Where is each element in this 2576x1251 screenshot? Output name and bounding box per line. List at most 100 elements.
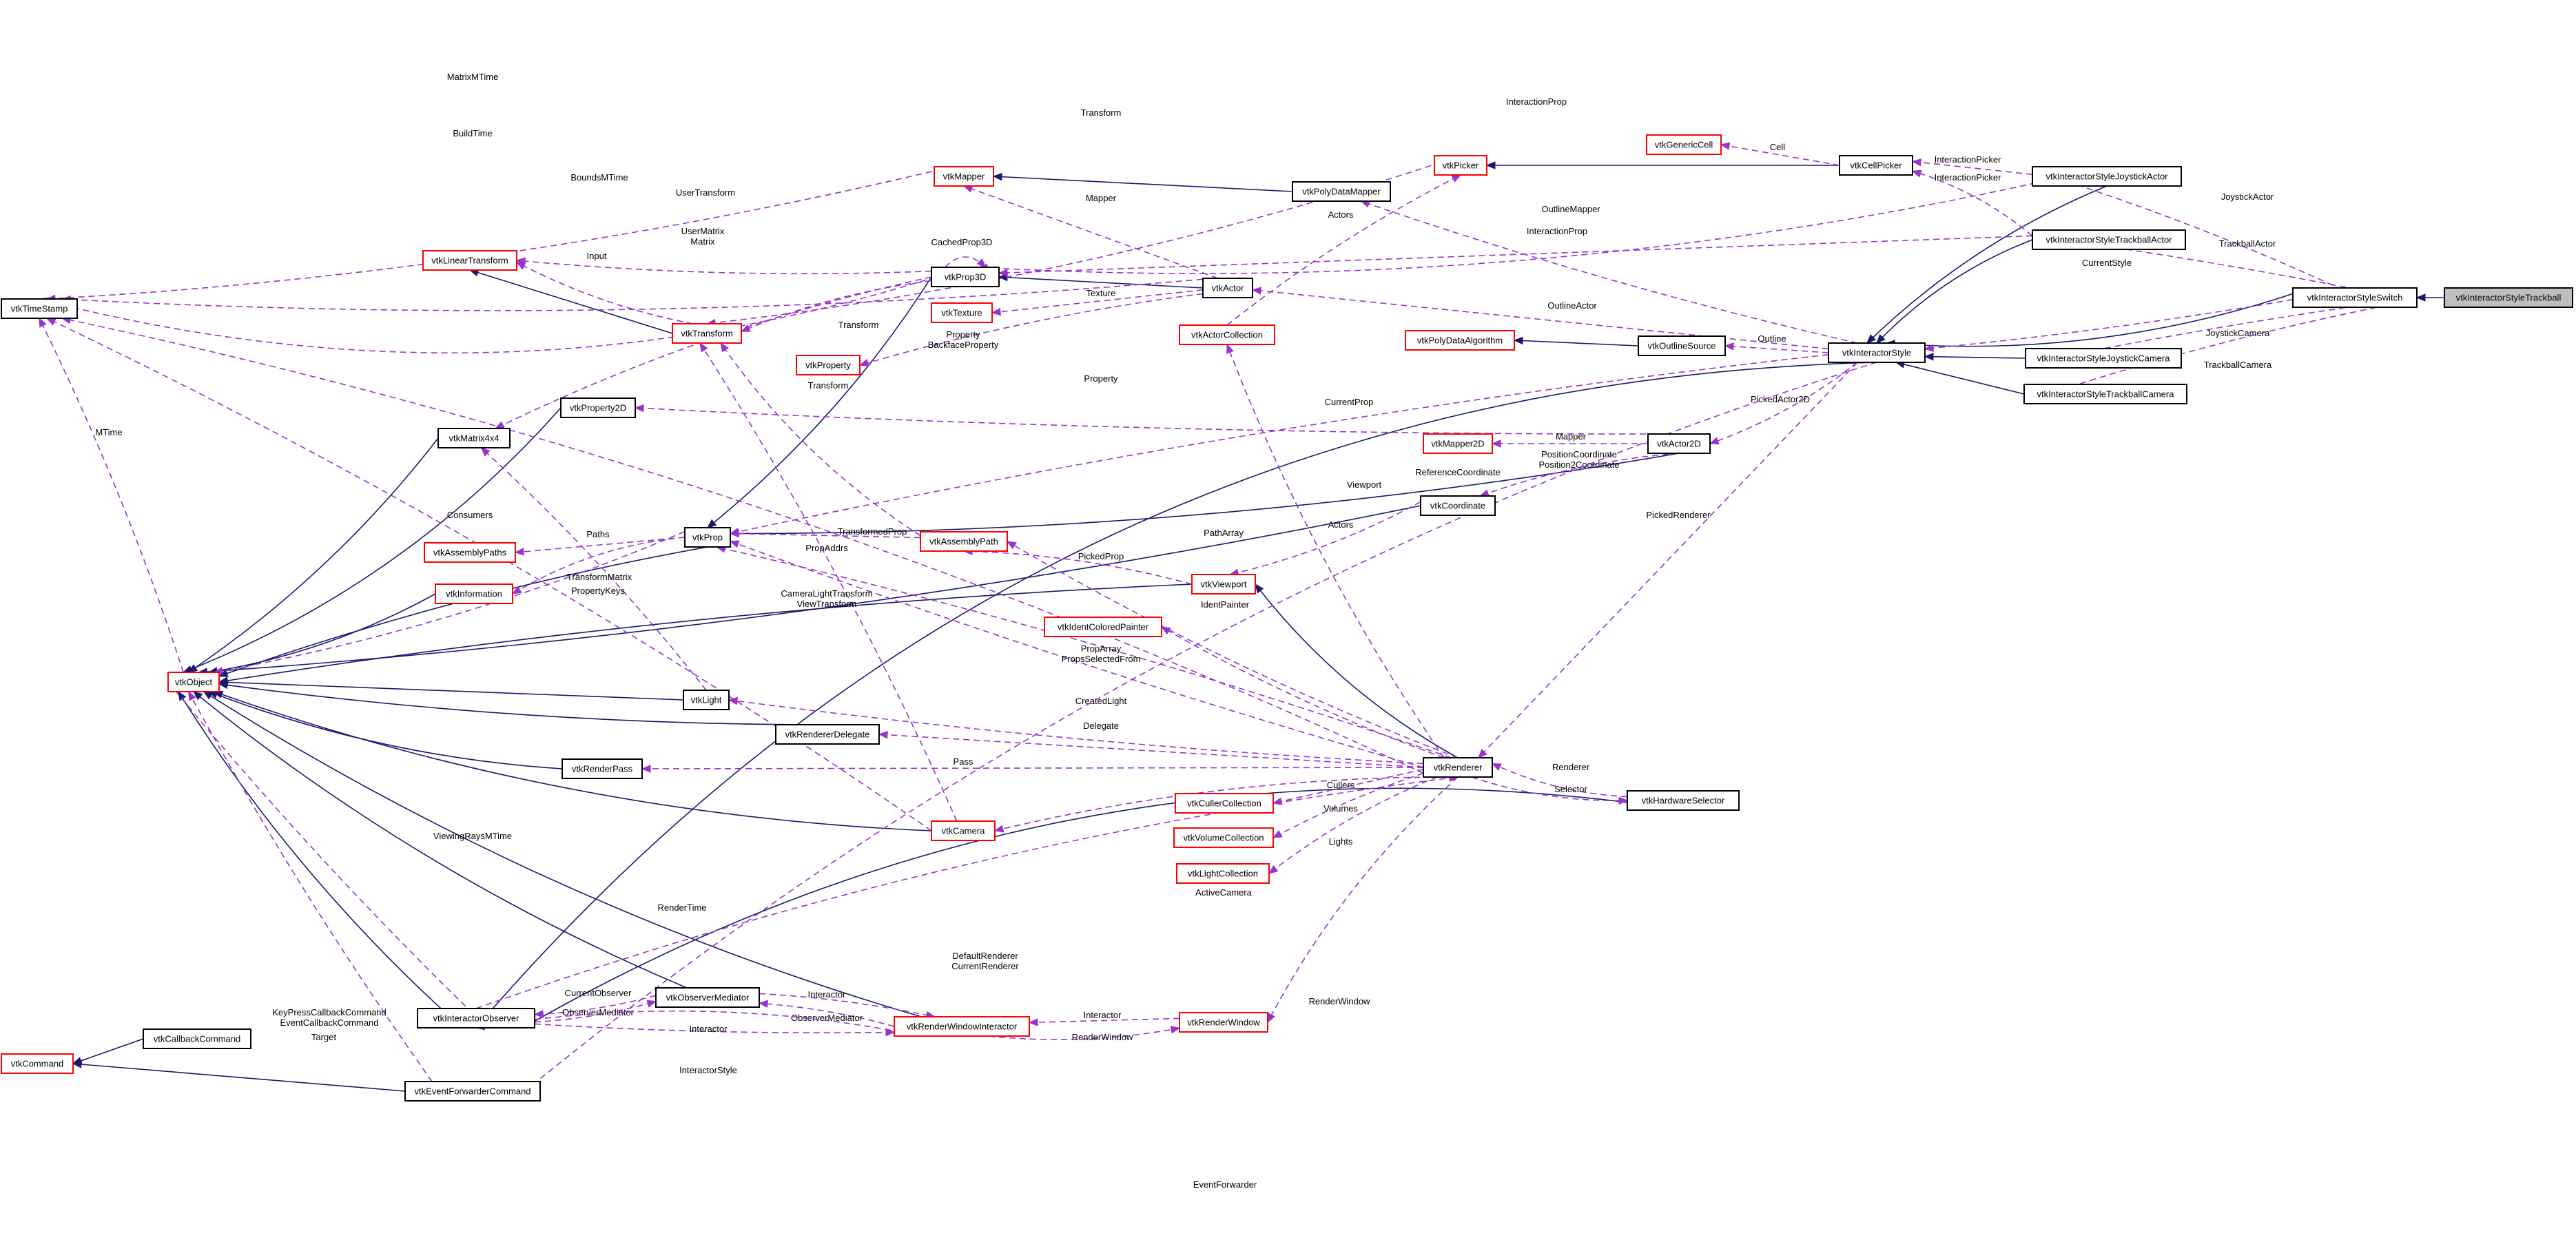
class-node-vtk-actor2-d[interactable]: vtkActor2D (1647, 433, 1711, 454)
class-name: vtkPolyDataAlgorithm (1417, 335, 1503, 346)
class-name: vtkCamera (942, 826, 986, 836)
edge-line (167, 681, 488, 1028)
edge-arrowhead (634, 404, 644, 413)
edge-line (730, 354, 1829, 535)
edge-label: PropAddrs (805, 543, 848, 553)
class-node-vtk-light-collection[interactable]: vtkLightCollection (1176, 863, 1270, 884)
class-node-vtk-renderer-delegate[interactable]: vtkRendererDelegate (775, 724, 880, 745)
edge-arrowhead (992, 172, 1002, 181)
class-node-vtk-matrix4x4[interactable]: vtkMatrix4x4 (437, 428, 511, 448)
class-name: vtkInteractorStyleJoystickActor (2046, 172, 2169, 182)
class-node-vtk-time-stamp[interactable]: vtkTimeStamp (1, 298, 78, 319)
class-node-vtk-outline-source[interactable]: vtkOutlineSource (1638, 335, 1726, 356)
class-node-vtk-interactor-style-trackball[interactable]: vtkInteractorStyleTrackball (2444, 287, 2573, 308)
edge-arrowhead (45, 318, 56, 326)
class-node-vtk-event-forwarder-command[interactable]: vtkEventForwarderCommand (404, 1081, 541, 1102)
class-node-vtk-observer-mediator[interactable]: vtkObserverMediator (655, 987, 760, 1008)
class-box (2032, 229, 2186, 250)
class-name: vtkPolyDataMapper (1302, 187, 1381, 197)
edge-line (534, 1000, 657, 1023)
class-node-vtk-property2-d[interactable]: vtkProperty2D (560, 397, 636, 418)
class-node-vtk-command[interactable]: vtkCommand (1, 1053, 74, 1074)
inheritance-edge-vtk-interactor-style-trackball-to-vtk-interactor-style-switch (2415, 293, 2445, 302)
class-node-vtk-interactor-observer[interactable]: vtkInteractorObserver (417, 1008, 535, 1028)
edge-arrowhead (1255, 583, 1264, 594)
class-node-vtk-linear-transform[interactable]: vtkLinearTransform (422, 250, 517, 271)
class-name: vtkInteractorStyleTrackball (2456, 293, 2562, 303)
class-node-vtk-assembly-paths[interactable]: vtkAssemblyPaths (424, 542, 516, 563)
class-node-vtk-callback-command[interactable]: vtkCallbackCommand (143, 1028, 251, 1049)
class-node-vtk-render-pass[interactable]: vtkRenderPass (561, 758, 643, 779)
usage-edge-vtk-actor-to-vtk-time-stamp: BoundsMTime (61, 172, 1213, 311)
class-node-vtk-renderer[interactable]: vtkRenderer (1423, 757, 1493, 778)
class-node-vtk-interactor-style[interactable]: vtkInteractorStyle (1828, 342, 1926, 363)
edge-arrowhead (1170, 1026, 1181, 1034)
edge-line (1029, 1017, 1180, 1024)
class-box (1646, 134, 1722, 155)
edge-line (1886, 293, 2294, 347)
class-node-vtk-texture[interactable]: vtkTexture (931, 302, 993, 323)
edge-line (1866, 185, 2108, 344)
edge-arrowhead (192, 691, 203, 701)
edge-label: CurrentProp (1325, 397, 1374, 407)
class-node-vtk-interactor-style-joystick-actor[interactable]: vtkInteractorStyleJoystickActor (2032, 166, 2182, 187)
edge-arrowhead (1876, 334, 1886, 344)
usage-edge-vtk-interactor-style-joystick-actor-to-vtk-prop3-d: InteractionProp (978, 96, 2108, 274)
class-node-vtk-prop[interactable]: vtkProp (684, 527, 731, 548)
class-node-vtk-actor-collection[interactable]: vtkActorCollection (1179, 324, 1275, 345)
usage-edge-vtk-interactor-style-to-vtk-poly-data-mapper: OutlineMapper (1360, 200, 1858, 344)
class-node-vtk-generic-cell[interactable]: vtkGenericCell (1646, 134, 1722, 155)
usage-edge-vtk-viewport-to-vtk-assembly-path: PickedProp (962, 547, 1193, 585)
class-node-vtk-mapper2-d[interactable]: vtkMapper2D (1423, 433, 1493, 454)
class-node-vtk-interactor-style-switch[interactable]: vtkInteractorStyleSwitch (2292, 287, 2418, 308)
inheritance-edge-vtk-interactor-style-joystick-actor-to-vtk-interactor-style (1866, 185, 2108, 344)
class-node-vtk-object[interactable]: vtkObject (167, 672, 220, 692)
class-node-vtk-transform[interactable]: vtkTransform (672, 323, 742, 344)
usage-edge-vtk-prop-to-vtk-information: PropertyKeys (511, 537, 686, 596)
class-node-vtk-render-window-interactor[interactable]: vtkRenderWindowInteractor (894, 1016, 1030, 1037)
class-node-vtk-poly-data-algorithm[interactable]: vtkPolyDataAlgorithm (1405, 330, 1515, 351)
class-node-vtk-ident-colored-painter[interactable]: vtkIdentColoredPainter (1044, 617, 1162, 637)
edge-arrowhead (1267, 1013, 1275, 1024)
class-node-vtk-culler-collection[interactable]: vtkCullerCollection (1175, 793, 1274, 814)
class-name: vtkRenderPass (572, 764, 633, 774)
class-node-vtk-hardware-selector[interactable]: vtkHardwareSelector (1627, 790, 1740, 811)
edge-line (516, 262, 694, 324)
class-node-vtk-information[interactable]: vtkInformation (435, 583, 513, 604)
class-node-vtk-cell-picker[interactable]: vtkCellPicker (1839, 155, 1913, 176)
edge-line (994, 776, 1452, 831)
usage-edge-vtk-object-to-vtk-time-stamp: MTime (39, 317, 184, 673)
class-node-vtk-interactor-style-trackball-actor[interactable]: vtkInteractorStyleTrackballActor (2032, 229, 2186, 250)
class-node-vtk-light[interactable]: vtkLight (683, 690, 730, 710)
edge-line (209, 593, 436, 673)
class-node-vtk-poly-data-mapper[interactable]: vtkPolyDataMapper (1292, 181, 1391, 202)
class-node-vtk-volume-collection[interactable]: vtkVolumeCollection (1173, 827, 1274, 848)
edge-label: InteractorStyle (679, 1065, 737, 1075)
class-node-vtk-render-window[interactable]: vtkRenderWindow (1179, 1012, 1268, 1033)
inheritance-edge-vtk-poly-data-mapper-to-vtk-mapper (992, 172, 1293, 192)
inheritance-edge-vtk-matrix4x4-to-vtk-object (187, 437, 439, 673)
class-node-vtk-property[interactable]: vtkProperty (796, 355, 861, 375)
edge-arrowhead (72, 1060, 82, 1068)
class-node-vtk-actor[interactable]: vtkActor (1202, 278, 1253, 298)
class-node-vtk-camera[interactable]: vtkCamera (931, 820, 996, 841)
class-node-vtk-viewport[interactable]: vtkViewport (1191, 574, 1256, 595)
class-node-vtk-prop3-d[interactable]: vtkProp3D (931, 267, 1000, 287)
class-node-vtk-assembly-path[interactable]: vtkAssemblyPath (920, 531, 1008, 552)
class-node-vtk-interactor-style-trackball-camera[interactable]: vtkInteractorStyleTrackballCamera (2023, 384, 2187, 404)
usage-edge-vtk-renderer-to-vtk-render-pass: Pass (641, 756, 1424, 773)
class-node-vtk-mapper[interactable]: vtkMapper (934, 166, 994, 187)
inheritance-edge-vtk-interactor-observer-to-vtk-object (178, 690, 442, 1009)
edge-arrowhead (1006, 541, 1017, 550)
edge-arrowhead (218, 681, 229, 690)
class-node-vtk-picker[interactable]: vtkPicker (1434, 155, 1487, 176)
edge-label: PropertyKeys (571, 586, 626, 596)
class-node-vtk-coordinate[interactable]: vtkCoordinate (1420, 495, 1496, 516)
class-node-vtk-interactor-style-joystick-camera[interactable]: vtkInteractorStyleJoystickCamera (2025, 348, 2182, 369)
edge-label: Texture (1086, 288, 1116, 298)
class-box (934, 166, 994, 187)
